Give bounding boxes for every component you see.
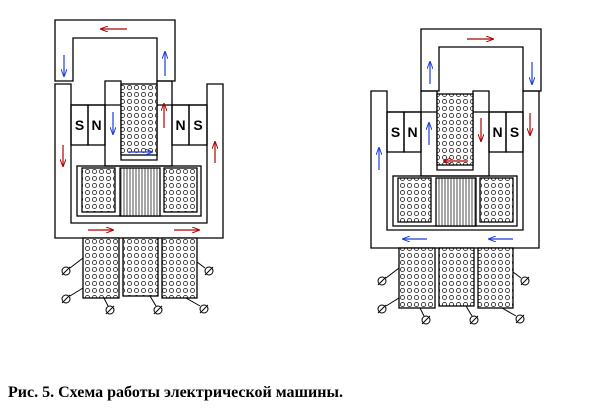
left-pole-labels: S N N S — [75, 117, 203, 133]
right-terminals — [377, 267, 530, 325]
right-machine — [370, 28, 542, 325]
left-label-outer-left: S — [75, 117, 84, 133]
right-stator-coil-1 — [397, 177, 432, 223]
right-label-outer-right: S — [510, 124, 519, 140]
right-flux-arrows — [379, 39, 532, 239]
left-top-bridge — [54, 19, 176, 82]
left-lower-coil-1 — [82, 237, 120, 299]
left-lower-coil-3 — [161, 237, 198, 299]
left-terminals — [61, 257, 214, 315]
left-stator-coil-2 — [163, 167, 198, 213]
left-machine — [54, 19, 224, 315]
right-label-inner-right: N — [492, 124, 502, 140]
right-lower-coil-1 — [398, 247, 436, 309]
right-label-inner-left: N — [407, 124, 417, 140]
right-stator-coil-2 — [479, 177, 514, 223]
right-lower-coil-3 — [477, 247, 514, 309]
left-flux-arrows — [63, 29, 215, 230]
right-laminations — [435, 177, 477, 227]
left-label-outer-right: S — [193, 117, 202, 133]
figure-caption: Рис. 5. Схема работы электрической машин… — [8, 384, 343, 401]
right-rotor-coil — [436, 93, 474, 166]
left-rotor-coil — [120, 83, 158, 156]
right-top-bridge — [420, 28, 542, 92]
left-label-inner-left: N — [91, 117, 101, 133]
right-pole-labels: S N N S — [391, 124, 519, 140]
right-lower-coil-2 — [438, 247, 475, 307]
left-laminations — [119, 167, 161, 217]
left-label-inner-right: N — [175, 117, 185, 133]
right-label-outer-left: S — [391, 124, 400, 140]
left-lower-coil-2 — [122, 237, 159, 297]
left-pole-outer-right — [188, 104, 208, 146]
left-stator-coil-1 — [81, 167, 116, 213]
right-pole-outer-right — [505, 111, 524, 153]
